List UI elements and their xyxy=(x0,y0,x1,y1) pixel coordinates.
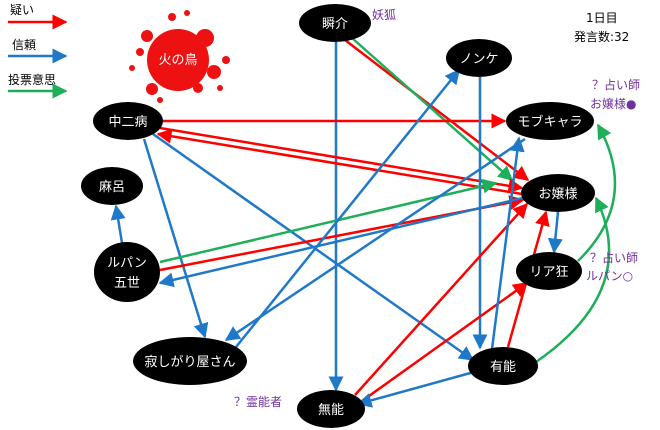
node-ojou[interactable]: お嬢様 xyxy=(521,174,595,212)
node-shunsuke[interactable]: 瞬介 xyxy=(299,4,371,42)
note-fortune1-result: お嬢様● xyxy=(590,97,636,111)
note-fortune1-title: ？占い師 xyxy=(592,77,640,92)
edge-trust-ojou-to-lupin xyxy=(158,196,524,288)
edge-trust-yuno-to-mobu xyxy=(490,136,525,350)
edge-trust-chuni-to-sabishi xyxy=(142,138,209,339)
node-label: 瞬介 xyxy=(322,17,348,32)
node-label: 有能 xyxy=(490,360,516,375)
node-label: お嬢様 xyxy=(538,187,577,202)
node-nonke[interactable]: ノンケ xyxy=(446,39,512,77)
node-lupin[interactable]: ルパン 五世 xyxy=(94,242,160,302)
node-label: 寂しがり屋さん xyxy=(144,354,235,370)
node-label: 麻呂 xyxy=(99,180,125,195)
edge-trust-ojou-to-riakyo xyxy=(547,211,563,254)
legend-label-trust: 信頼 xyxy=(12,38,36,52)
speech-count: 発言数:32 xyxy=(574,29,629,44)
edge-vote-riakyo-to-mobu xyxy=(577,123,617,262)
edge-doubt-ojou-to-chuni xyxy=(156,128,523,196)
node-sabishi[interactable]: 寂しがり屋さん xyxy=(133,337,247,385)
note-fortune2-title: ？占い師 xyxy=(590,250,638,265)
node-label-line2: 五世 xyxy=(114,276,140,291)
node-muno[interactable]: 無能 xyxy=(297,390,365,428)
node-label: リア狂 xyxy=(529,265,568,280)
edge-trust-yuno-to-muno xyxy=(356,370,475,408)
note-youko: 妖狐 xyxy=(372,8,396,22)
edge-trust-sabishi-to-nonke xyxy=(235,68,460,348)
edge-vote-yuno-to-ojou xyxy=(535,196,611,364)
node-label: ノンケ xyxy=(459,52,498,67)
note-medium: ？霊能者 xyxy=(234,395,282,409)
edge-vote-shunsuke-to-ojou xyxy=(351,37,514,181)
edge-layer xyxy=(110,37,617,408)
edge-doubt-muno-to-riakyo xyxy=(361,281,529,403)
edge-doubt-muno-to-ojou xyxy=(354,202,529,396)
dead-player-label: 火の鳥 xyxy=(158,53,197,68)
day-label: 1日目 xyxy=(586,11,618,25)
node-label: 無能 xyxy=(318,403,344,418)
edge-trust-lupin-to-mabu xyxy=(110,204,126,244)
node-mabu[interactable]: 麻呂 xyxy=(81,167,143,205)
node-riakyo[interactable]: リア狂 xyxy=(516,252,582,290)
node-label-line1: ルパン xyxy=(107,256,147,271)
node-label: モブキャラ xyxy=(517,114,582,130)
edge-trust-mobu-to-sabishi xyxy=(224,137,526,342)
dead-player-splat: 火の鳥 xyxy=(129,10,230,103)
node-yuno[interactable]: 有能 xyxy=(468,347,538,385)
node-label: 中二病 xyxy=(108,115,147,130)
legend-label-vote: 投票意思 xyxy=(8,72,56,87)
legend-label-doubt: 疑い xyxy=(10,2,34,17)
edge-vote-lupin-to-ojou xyxy=(159,178,498,264)
legend: 疑い 信頼 投票意思 xyxy=(8,2,68,99)
node-chuni[interactable]: 中二病 xyxy=(93,102,163,140)
edge-doubt-chuni-to-ojou xyxy=(159,126,524,194)
node-mobu[interactable]: モブキャラ xyxy=(506,102,594,140)
note-fortune2-result: ルパン○ xyxy=(586,269,633,283)
